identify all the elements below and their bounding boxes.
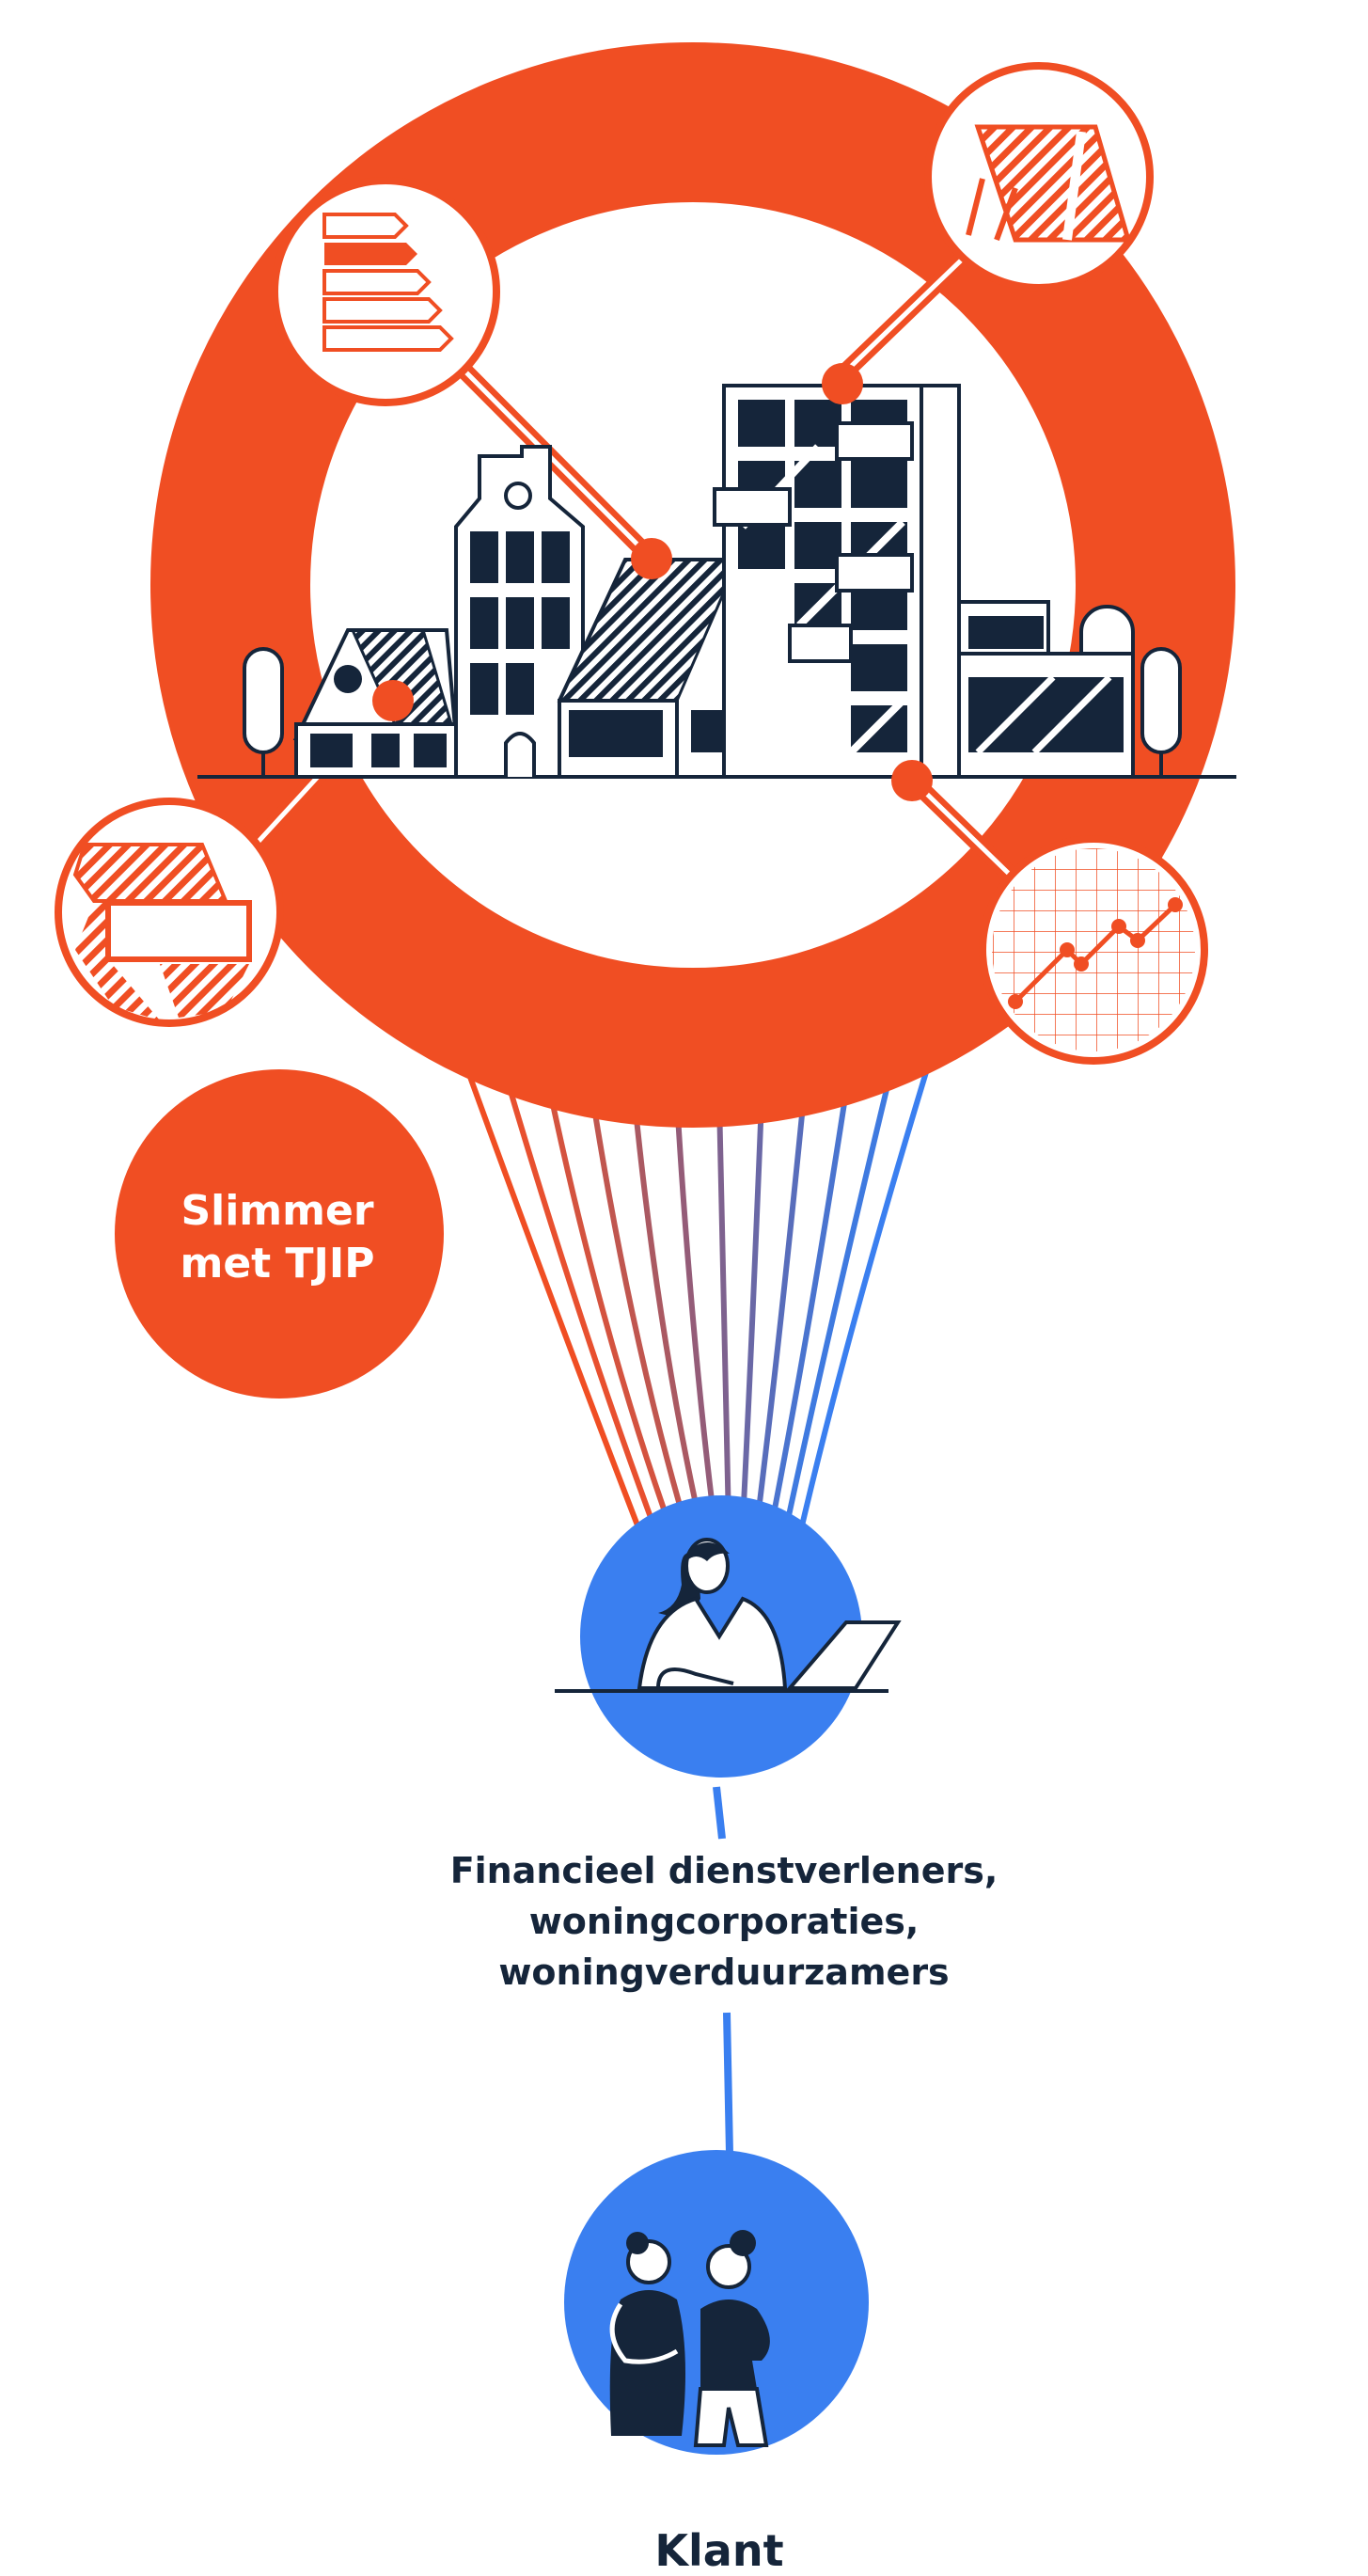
service-label-line1: Financieel dienstverleners, bbox=[449, 1850, 998, 1891]
tjip-label-line1: Slimmer bbox=[181, 1187, 374, 1235]
connector-service-client bbox=[723, 2012, 733, 2155]
solar-panel-icon bbox=[924, 62, 1154, 292]
tjip-node bbox=[115, 1069, 444, 1399]
insulation-roof-icon bbox=[55, 798, 284, 1027]
tjip-label-line2: met TJIP bbox=[180, 1240, 375, 1288]
neighborhood-buildings-icon bbox=[197, 384, 1236, 779]
tjip-node-label: Slimmer met TJIP bbox=[118, 1185, 437, 1290]
service-node-label: Financieel dienstverleners, woningcorpor… bbox=[414, 1845, 1034, 1998]
service-label-line2: woningcorporaties, bbox=[528, 1901, 920, 1942]
client-node-label: Klant bbox=[654, 2525, 784, 2576]
growth-chart-icon bbox=[979, 835, 1208, 1065]
energy-label-icon bbox=[271, 177, 500, 406]
two-women-icon bbox=[609, 2230, 770, 2447]
service-label-line3: woningverduurzamers bbox=[498, 1952, 950, 1993]
woman-laptop-icon bbox=[555, 1538, 902, 1693]
connector-service-top bbox=[713, 1786, 726, 1840]
spoke-dots bbox=[372, 363, 933, 801]
ecosystem-ring bbox=[150, 42, 1235, 1128]
connection-fan bbox=[467, 1071, 929, 1544]
